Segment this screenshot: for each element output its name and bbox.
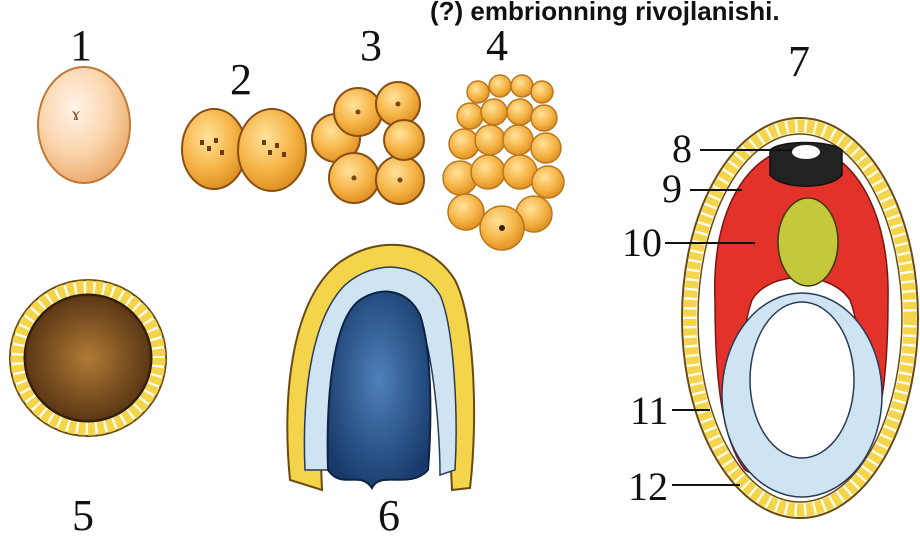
stage-label-3: 3 — [360, 21, 382, 70]
stage-5-blastula — [10, 280, 166, 436]
stage-4-morula — [443, 75, 564, 250]
part-label-12: 12 — [628, 464, 668, 509]
stage-label-5: 5 — [72, 491, 94, 539]
part-label-10: 10 — [622, 220, 662, 265]
stage-6-gastrula — [287, 245, 474, 490]
title-text: (?) embrionning rivojlanishi. — [430, 0, 780, 26]
stage-label-6: 6 — [378, 491, 400, 539]
stage-3-four-cell — [312, 82, 424, 204]
stage-2-two-cell — [182, 109, 306, 191]
stage-label-1: 1 — [70, 21, 92, 70]
stage-label-4: 4 — [486, 21, 508, 70]
part-label-8: 8 — [672, 126, 692, 171]
part-label-11: 11 — [630, 388, 669, 433]
stage-label-2: 2 — [230, 55, 252, 104]
svg-text:ɤ: ɤ — [72, 104, 80, 124]
part-label-9: 9 — [662, 166, 682, 211]
stage-label-7: 7 — [788, 37, 810, 86]
stage-7-embryo — [665, 118, 918, 518]
stage-1-zygote: ɤ — [38, 67, 130, 183]
